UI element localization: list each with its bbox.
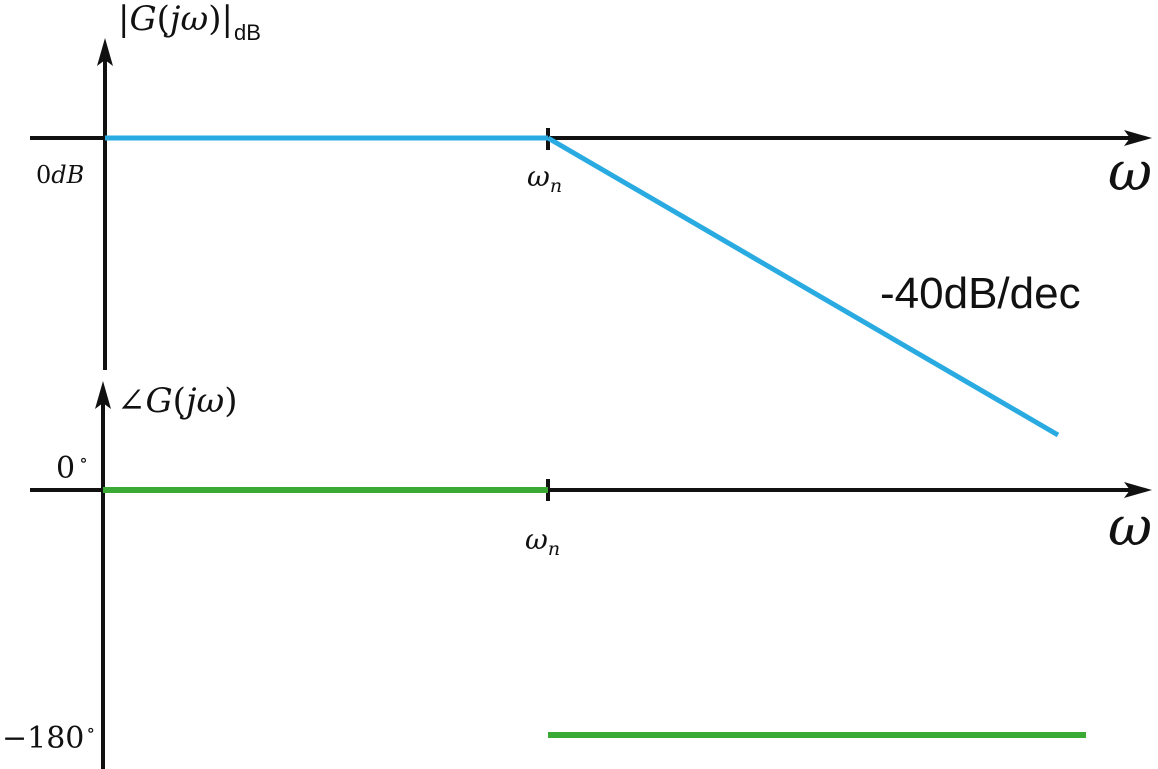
magnitude-sloped-asymptote bbox=[546, 135, 1060, 438]
phase-x-label: ω bbox=[1108, 495, 1152, 558]
phase-plot: ∠G(jω) 0∘ ωn ω −180∘ bbox=[2, 381, 1152, 769]
magnitude-plot: |G(jω)| dB 0dB ωn ω -40dB/dec bbox=[30, 0, 1152, 438]
phase-minus180-label: −180∘ bbox=[2, 720, 95, 756]
magnitude-y-axis-arrowhead bbox=[97, 38, 113, 66]
phase-y-label: ∠G(jω) bbox=[117, 381, 237, 421]
magnitude-corner-label: ωn bbox=[527, 160, 562, 197]
magnitude-y-label: |G(jω)| bbox=[118, 0, 233, 39]
magnitude-y-label-subscript: dB bbox=[234, 20, 261, 45]
magnitude-x-axis-arrowhead bbox=[1124, 130, 1152, 146]
phase-x-axis-arrowhead bbox=[1124, 482, 1152, 498]
magnitude-x-label: ω bbox=[1108, 140, 1152, 203]
magnitude-slope-label: -40dB/dec bbox=[880, 269, 1081, 318]
phase-corner-label: ωn bbox=[525, 523, 560, 560]
magnitude-zero-db-label: 0dB bbox=[36, 161, 84, 189]
phase-zero-degree-label: 0∘ bbox=[56, 450, 88, 486]
phase-y-axis-arrowhead bbox=[95, 381, 111, 409]
